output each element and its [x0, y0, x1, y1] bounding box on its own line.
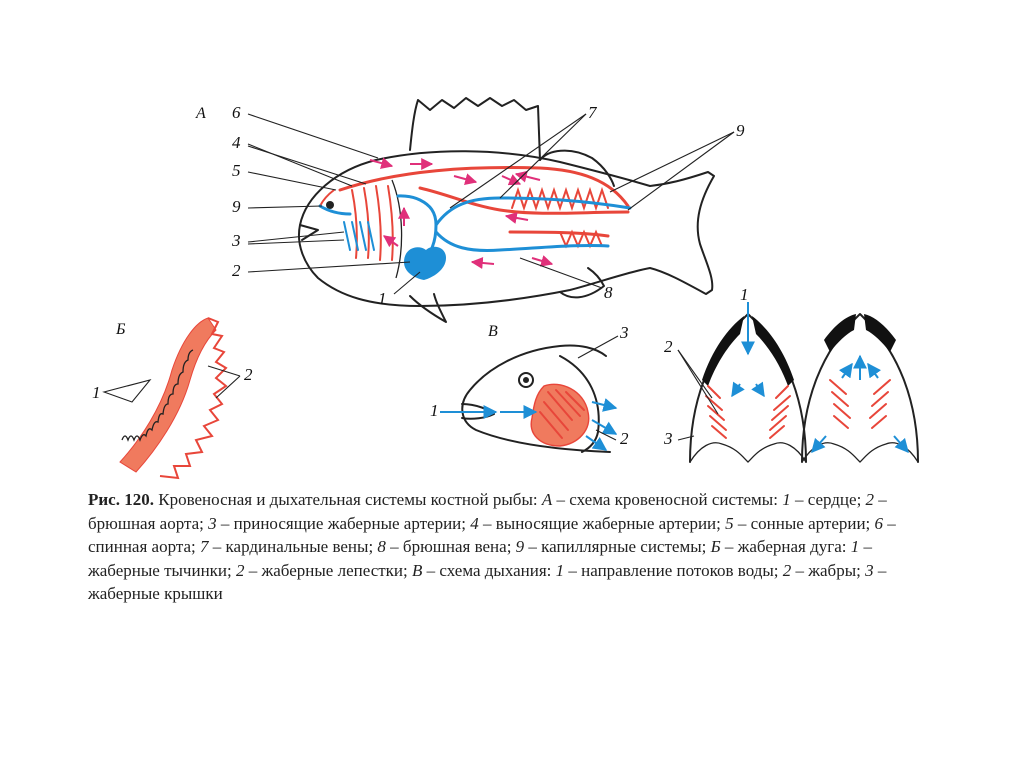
caption-b-item-1: – жаберные тычинки;	[88, 537, 873, 580]
caption-b-item-1-num: 1	[850, 537, 860, 556]
label-v-3: 3	[619, 323, 629, 342]
caption-a-item-2-num: 2	[865, 490, 875, 509]
label-g-3: 3	[663, 429, 673, 448]
caption-v-item-3: – жаберные крышки	[88, 560, 887, 604]
label-b-1: 1	[92, 383, 101, 402]
caption-v-item-1-num: 1	[555, 560, 565, 580]
panel-g-operculum-schemes: 1 2 3	[663, 285, 919, 463]
panel-v-title: В	[488, 323, 498, 340]
caption-panel-a-text: – схема кровеносной системы:	[556, 490, 778, 509]
caption-a-item-5: – сонные артерии;	[737, 513, 871, 533]
caption-a-item-1: – сердце;	[794, 490, 862, 509]
panel-a-title: А	[195, 105, 206, 122]
panel-a-fish	[298, 97, 715, 323]
label-a-7: 7	[588, 103, 598, 122]
label-a-4: 4	[232, 133, 241, 152]
caption-a-item-3-num: 3	[208, 513, 217, 533]
label-a-1: 1	[378, 289, 387, 308]
label-b-2: 2	[244, 365, 253, 384]
caption-a-item-1-num: 1	[782, 490, 791, 509]
panel-b-title: Б	[115, 321, 126, 338]
label-a-8: 8	[604, 283, 613, 302]
caption-b-item-2-num: 2	[236, 560, 245, 580]
label-a-6: 6	[232, 103, 241, 122]
caption-v-item-1: – направление потоков воды;	[568, 560, 779, 580]
caption-a-item-8-num: 8	[377, 537, 386, 556]
figure-caption: Рис. 120. Кровеносная и дыхательная сист…	[88, 488, 948, 606]
caption-a-item-5-num: 5	[725, 513, 734, 533]
caption-a-item-6: – спинная аорта;	[88, 513, 896, 557]
caption-a-item-4-num: 4	[470, 513, 479, 533]
figure-diagram: А 6 4 5 9 3 2 1 7 9 8 Б 1 2	[92, 97, 919, 480]
caption-panel-b: Б	[710, 537, 721, 556]
label-v-1: 1	[430, 401, 439, 420]
label-a-9-left: 9	[232, 197, 241, 216]
caption-a-item-3: – приносящие жаберные артерии;	[220, 513, 466, 533]
caption-panel-a: А	[541, 490, 553, 509]
label-v-2: 2	[620, 429, 629, 448]
caption-v-item-2-num: 2	[782, 560, 792, 580]
caption-a-item-7-num: 7	[200, 537, 209, 556]
caption-a-item-9: – капиллярные системы;	[528, 537, 707, 556]
panel-b-gill-arch: Б 1 2	[92, 317, 253, 480]
panel-v-fish-head: В 1 2 3	[430, 323, 629, 453]
caption-panel-b-text: – жаберная дуга:	[724, 537, 847, 556]
caption-v-item-2: – жабры;	[795, 560, 861, 580]
caption-a-item-9-num: 9	[515, 537, 525, 556]
caption-title: Кровеносная и дыхательная системы костно…	[158, 490, 538, 509]
caption-panel-v: В	[412, 560, 423, 580]
caption-number: Рис. 120.	[88, 490, 154, 509]
caption-a-item-7: – кардинальные вены;	[212, 537, 374, 556]
caption-a-item-6-num: 6	[874, 513, 884, 533]
label-g-1: 1	[740, 285, 749, 304]
caption-a-item-8: – брюшная вена;	[390, 537, 512, 556]
label-a-9-right: 9	[736, 121, 745, 140]
label-g-2: 2	[664, 337, 673, 356]
panel-a-labels: А 6 4 5 9 3 2 1 7 9 8	[195, 103, 745, 308]
label-a-3: 3	[231, 231, 241, 250]
caption-panel-v-text: – схема дыхания:	[426, 560, 552, 580]
label-a-2: 2	[232, 261, 241, 280]
caption-a-item-2: – брюшная аорта;	[88, 490, 887, 533]
caption-b-item-2: – жаберные лепестки;	[248, 560, 408, 580]
caption-a-item-4: – выносящие жаберные артерии;	[483, 513, 721, 533]
label-a-5: 5	[232, 161, 241, 180]
caption-v-item-3-num: 3	[865, 560, 874, 580]
